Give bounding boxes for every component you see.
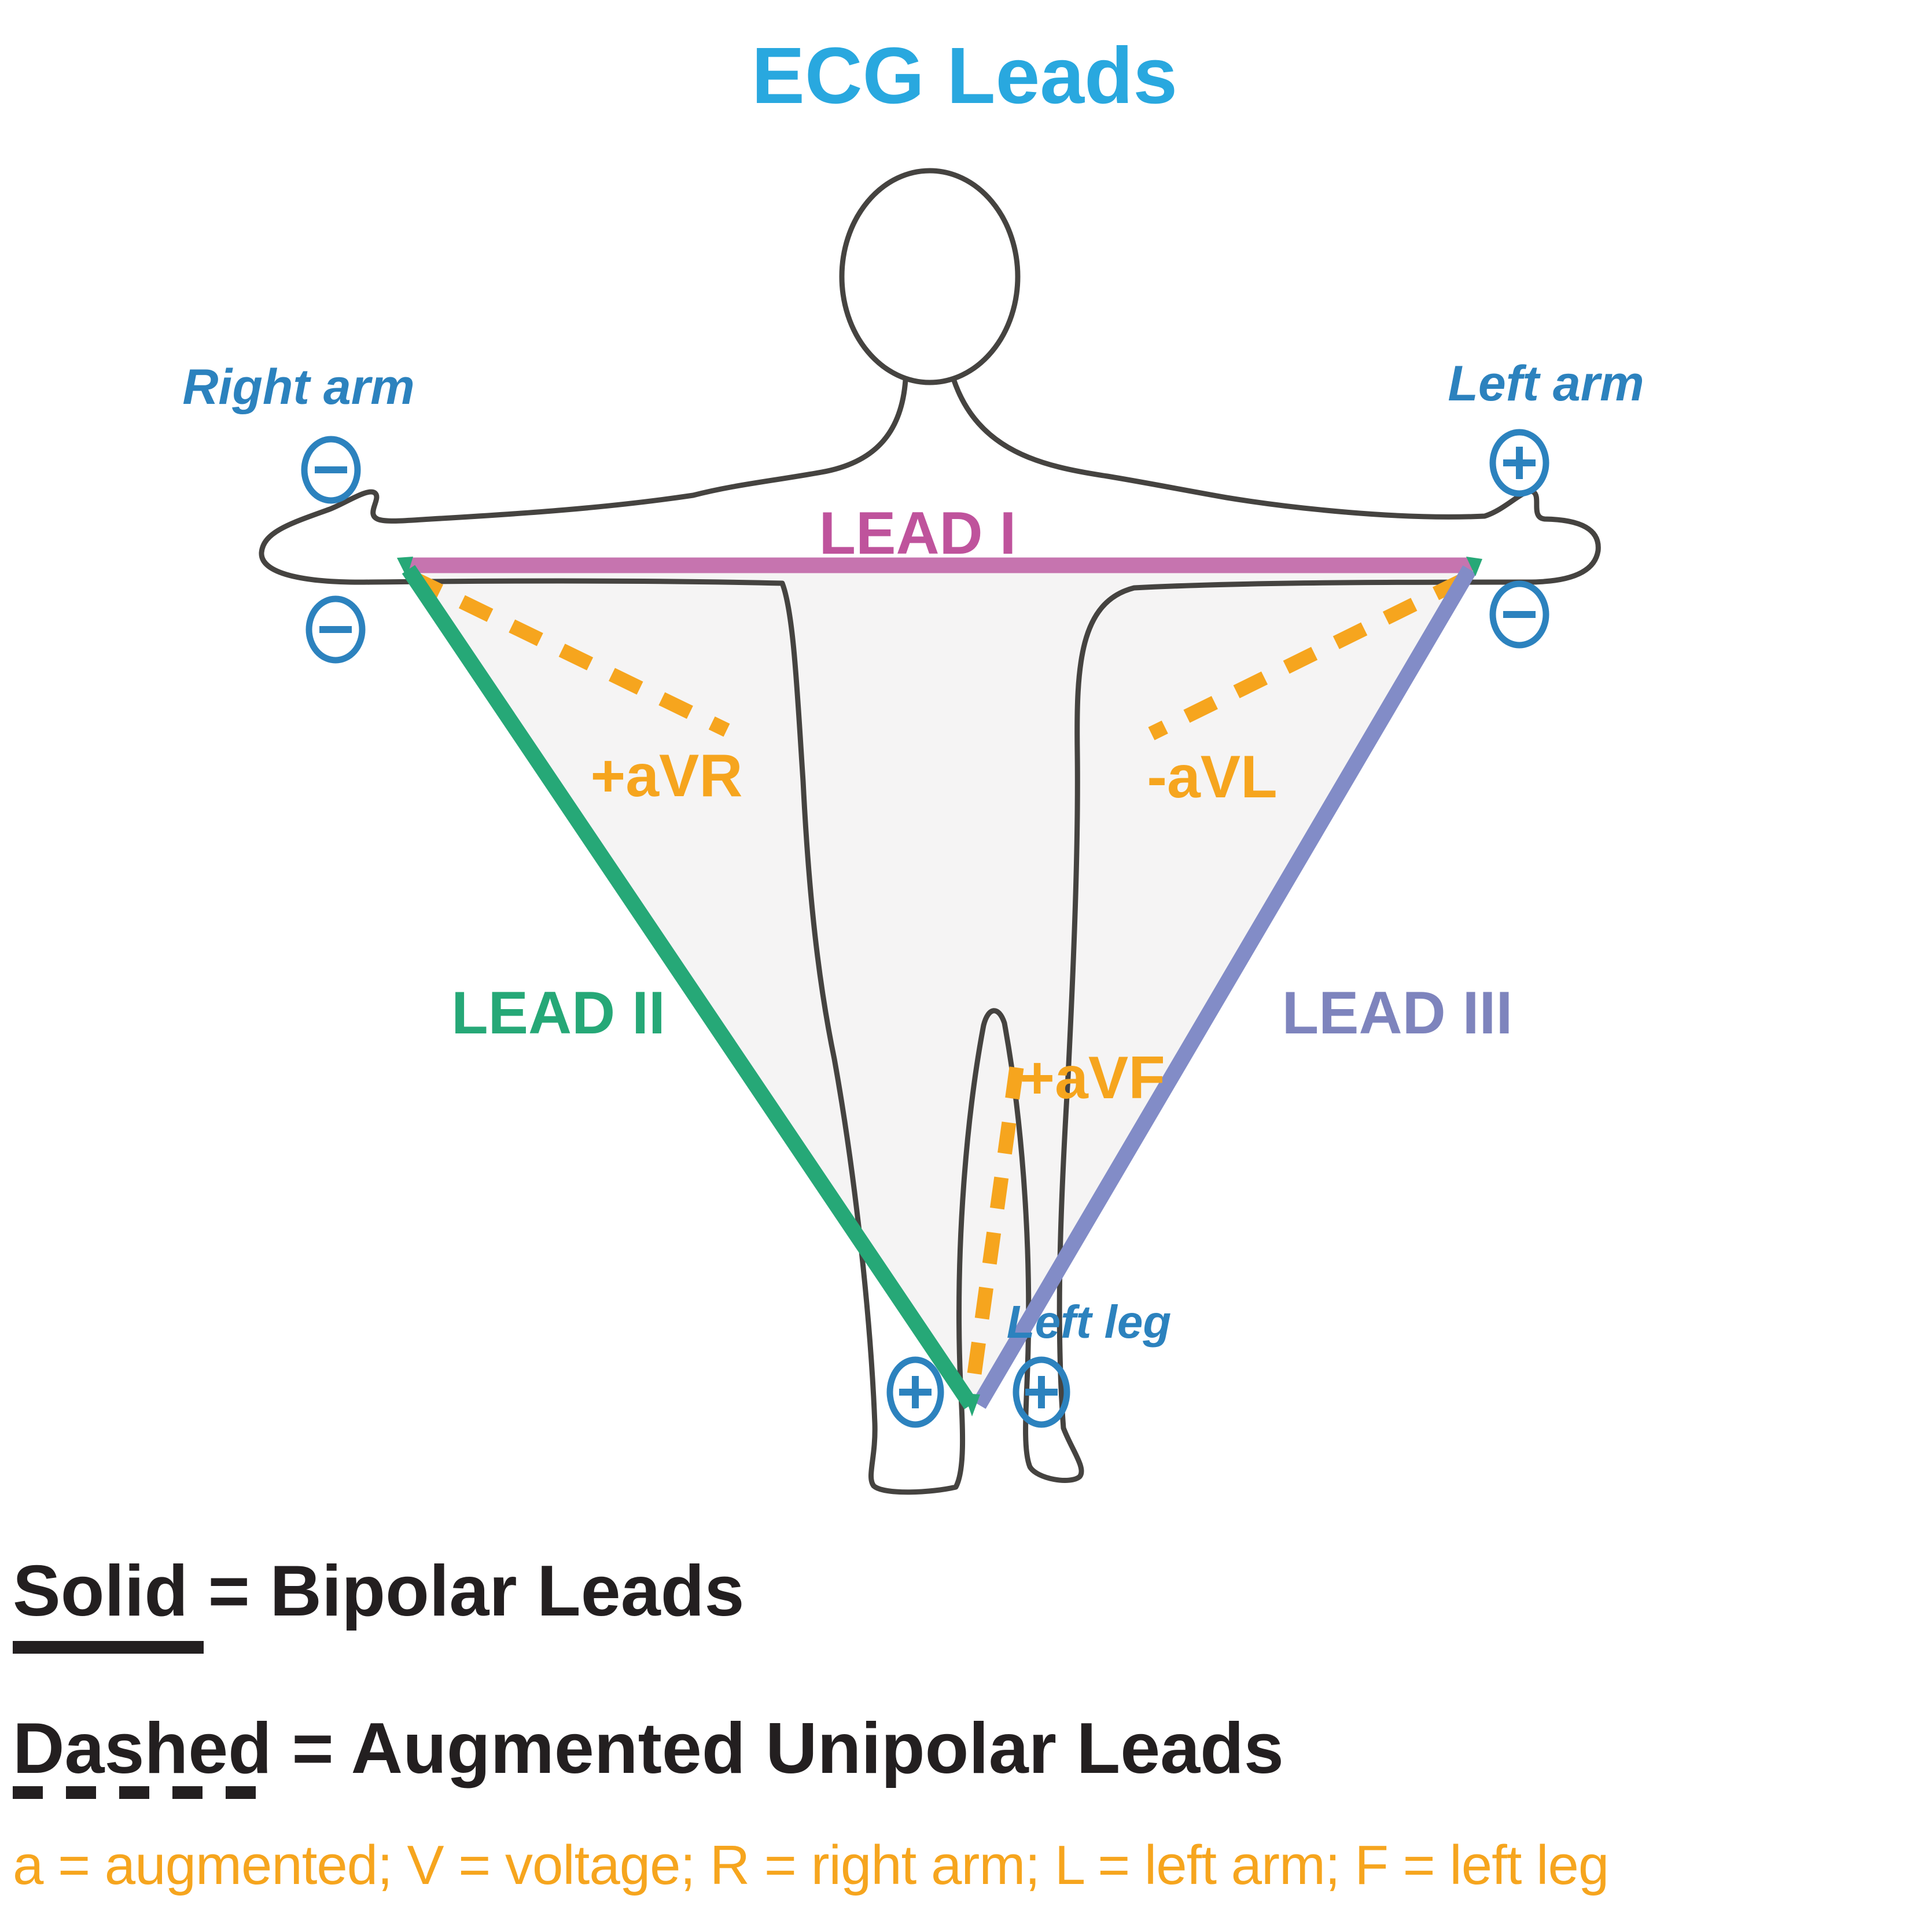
lead-i-arrow-tip-right [1466, 557, 1482, 576]
avl-lead-line [1148, 573, 1467, 741]
human-figure-outline [259, 168, 1601, 1495]
avl-label: -aVL [1147, 744, 1277, 811]
minus-marker-right-arm-lower [305, 595, 366, 664]
minus-marker-right-arm-upper [301, 436, 361, 504]
right-arm-label: Right arm [182, 359, 414, 415]
plus-marker-left-arm-upper [1489, 429, 1549, 497]
legend-abbreviations-text: a = augmented; V = voltage; R = right ar… [13, 1834, 1608, 1896]
bipolar-leads [397, 557, 1482, 1416]
figure-body [259, 376, 1601, 1495]
lead-ii-arrow-tip-bottom [964, 1393, 980, 1416]
lead-iii-label: LEAD III [1282, 980, 1513, 1047]
left-leg-label: Left leg [1007, 1296, 1171, 1348]
diagram-title: ECG Leads [752, 31, 1177, 120]
augmented-leads [408, 571, 1467, 1400]
legend-solid-line-sample [13, 1641, 204, 1654]
lead-i-label: LEAD I [819, 500, 1017, 567]
plus-marker-left-leg-left [886, 1356, 944, 1428]
einthoven-triangle-fill [405, 565, 1472, 1410]
lead-ii-line [402, 565, 978, 1410]
left-arm-label: Left arm [1448, 356, 1644, 411]
lead-ii-label: LEAD II [451, 980, 665, 1047]
legend-dashed-text: Dashed = Augmented Unipolar Leads [13, 1709, 1284, 1789]
minus-marker-left-arm-lower [1489, 580, 1549, 649]
avr-label: +aVR [590, 742, 742, 809]
legend: Solid = Bipolar Leads Dashed = Augmented… [13, 1551, 1609, 1896]
lead-ii-arrow-tip-top [397, 557, 413, 577]
avr-lead-line [408, 571, 730, 737]
polarity-markers [301, 429, 1549, 1428]
lead-iii-line [972, 565, 1477, 1409]
avf-label: +aVF [1019, 1044, 1165, 1112]
avf-lead-line [963, 1066, 1024, 1400]
legend-solid-text: Solid = Bipolar Leads [13, 1551, 744, 1631]
plus-marker-left-leg-right [1013, 1356, 1070, 1428]
figure-head [839, 168, 1021, 385]
